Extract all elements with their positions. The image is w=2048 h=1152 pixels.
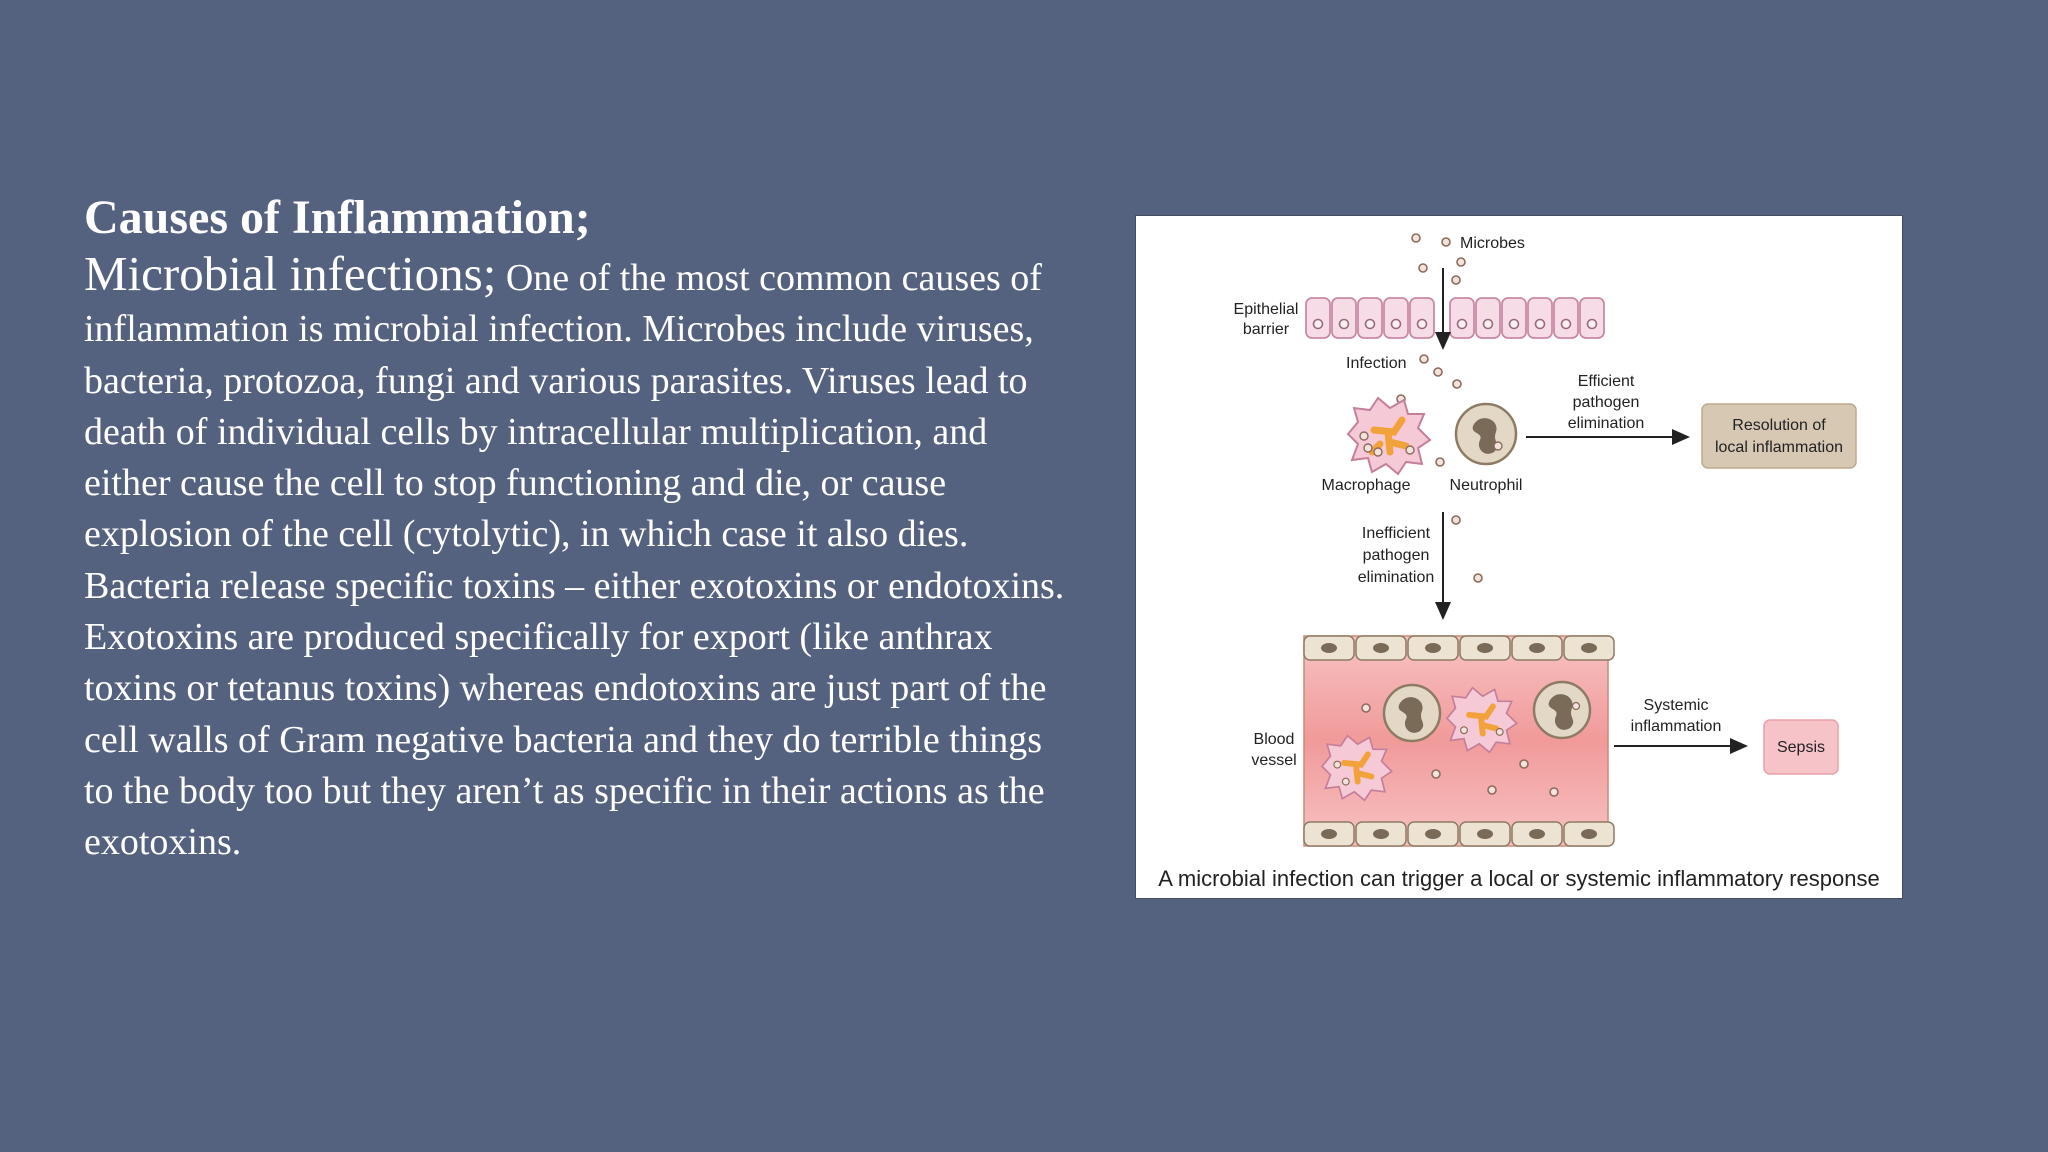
epithelial-cell <box>1409 297 1435 339</box>
label-infection: Infection <box>1346 355 1406 372</box>
epithelial-cell <box>1383 297 1409 339</box>
epithelial-cell <box>1449 297 1475 339</box>
label-neutrophil: Neutrophil <box>1450 477 1523 494</box>
epithelial-cell <box>1357 297 1383 339</box>
slide-body: Microbial infections; One of the most co… <box>84 248 1074 869</box>
epithelial-cell <box>1305 297 1331 339</box>
resolution-box <box>1701 403 1857 469</box>
label-systemic-2: inflammation <box>1631 718 1722 735</box>
label-sepsis: Sepsis <box>1777 739 1825 756</box>
label-resolution-1: Resolution of <box>1732 417 1826 434</box>
label-efficient-2: pathogen <box>1573 394 1640 411</box>
slide-text: Causes of Inflammation; Microbial infect… <box>84 188 1074 869</box>
inflammation-diagram: Microbes Epithelial barrier Infection Ma… <box>1158 233 1880 891</box>
label-inefficient-2: pathogen <box>1363 547 1430 564</box>
microbes-top <box>1411 233 1466 285</box>
label-epithelial-1: Epithelial <box>1234 301 1299 318</box>
neutrophil-cell <box>1454 402 1518 466</box>
label-microbes: Microbes <box>1460 235 1525 252</box>
epithelial-cell <box>1501 297 1527 339</box>
slide-subheading: Microbial infections; <box>84 246 497 301</box>
epithelial-cell <box>1527 297 1553 339</box>
label-efficient-1: Efficient <box>1578 373 1635 390</box>
inflammation-figure: Microbes Epithelial barrier Infection Ma… <box>1136 216 1902 898</box>
sepsis-box <box>1763 719 1839 775</box>
label-efficient-3: elimination <box>1568 415 1644 432</box>
label-blood-2: vessel <box>1251 752 1296 769</box>
epithelial-cell <box>1553 297 1579 339</box>
label-resolution-2: local inflammation <box>1715 439 1843 456</box>
epithelial-cell <box>1579 297 1605 339</box>
label-inefficient-1: Inefficient <box>1362 525 1431 542</box>
macrophage-cell <box>1346 396 1432 476</box>
blood-vessel <box>1303 635 1615 847</box>
label-epithelial-2: barrier <box>1243 321 1290 338</box>
slide-body-text: One of the most common causes of inflamm… <box>84 257 1065 864</box>
label-systemic-1: Systemic <box>1644 697 1709 714</box>
label-blood-1: Blood <box>1254 731 1295 748</box>
label-macrophage: Macrophage <box>1322 477 1411 494</box>
slide-heading: Causes of Inflammation; <box>84 191 591 244</box>
epithelial-cell <box>1475 297 1501 339</box>
figure-caption: A microbial infection can trigger a loca… <box>1158 866 1879 891</box>
epithelial-cell <box>1331 297 1357 339</box>
label-inefficient-3: elimination <box>1358 569 1434 586</box>
epithelial-barrier <box>1305 297 1605 339</box>
